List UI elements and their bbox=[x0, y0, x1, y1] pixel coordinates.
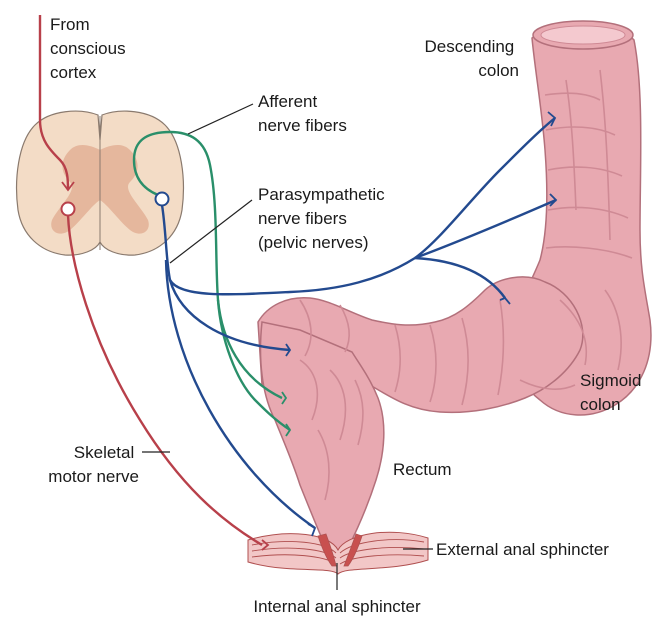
label-from-cortex: From conscious cortex bbox=[50, 15, 130, 82]
leader-lines bbox=[142, 103, 433, 590]
label-external-anal-sphincter: External anal sphincter bbox=[436, 540, 609, 559]
colon-lumen-inner bbox=[540, 25, 626, 45]
label-afferent-nerve-fibers: Afferent nerve fibers bbox=[258, 92, 347, 135]
motor-neuron-cell-body-icon bbox=[60, 201, 76, 217]
label-parasympathetic-nerve-fibers: Parasympathetic nerve fibers (pelvic ner… bbox=[258, 185, 389, 252]
colon bbox=[257, 20, 652, 560]
afferent-nerve-fibers bbox=[132, 130, 292, 437]
internal-anal-sphincter bbox=[317, 533, 363, 567]
external-anal-sphincter bbox=[247, 531, 429, 575]
label-descending-colon: Descending colon bbox=[424, 37, 519, 80]
spinal-cord-section bbox=[16, 110, 184, 256]
label-sigmoid-colon: Sigmoid colon bbox=[580, 371, 646, 414]
label-skeletal-motor-nerve: Skeletal motor nerve bbox=[48, 443, 139, 486]
label-rectum: Rectum bbox=[393, 460, 452, 479]
skeletal-motor-nerve bbox=[38, 15, 270, 551]
parasympathetic-neuron-cell-body-icon bbox=[154, 191, 170, 207]
parasympathetic-nerve-fibers bbox=[160, 111, 558, 537]
colon-haustra bbox=[299, 69, 633, 501]
label-internal-anal-sphincter: Internal anal sphincter bbox=[253, 597, 421, 616]
